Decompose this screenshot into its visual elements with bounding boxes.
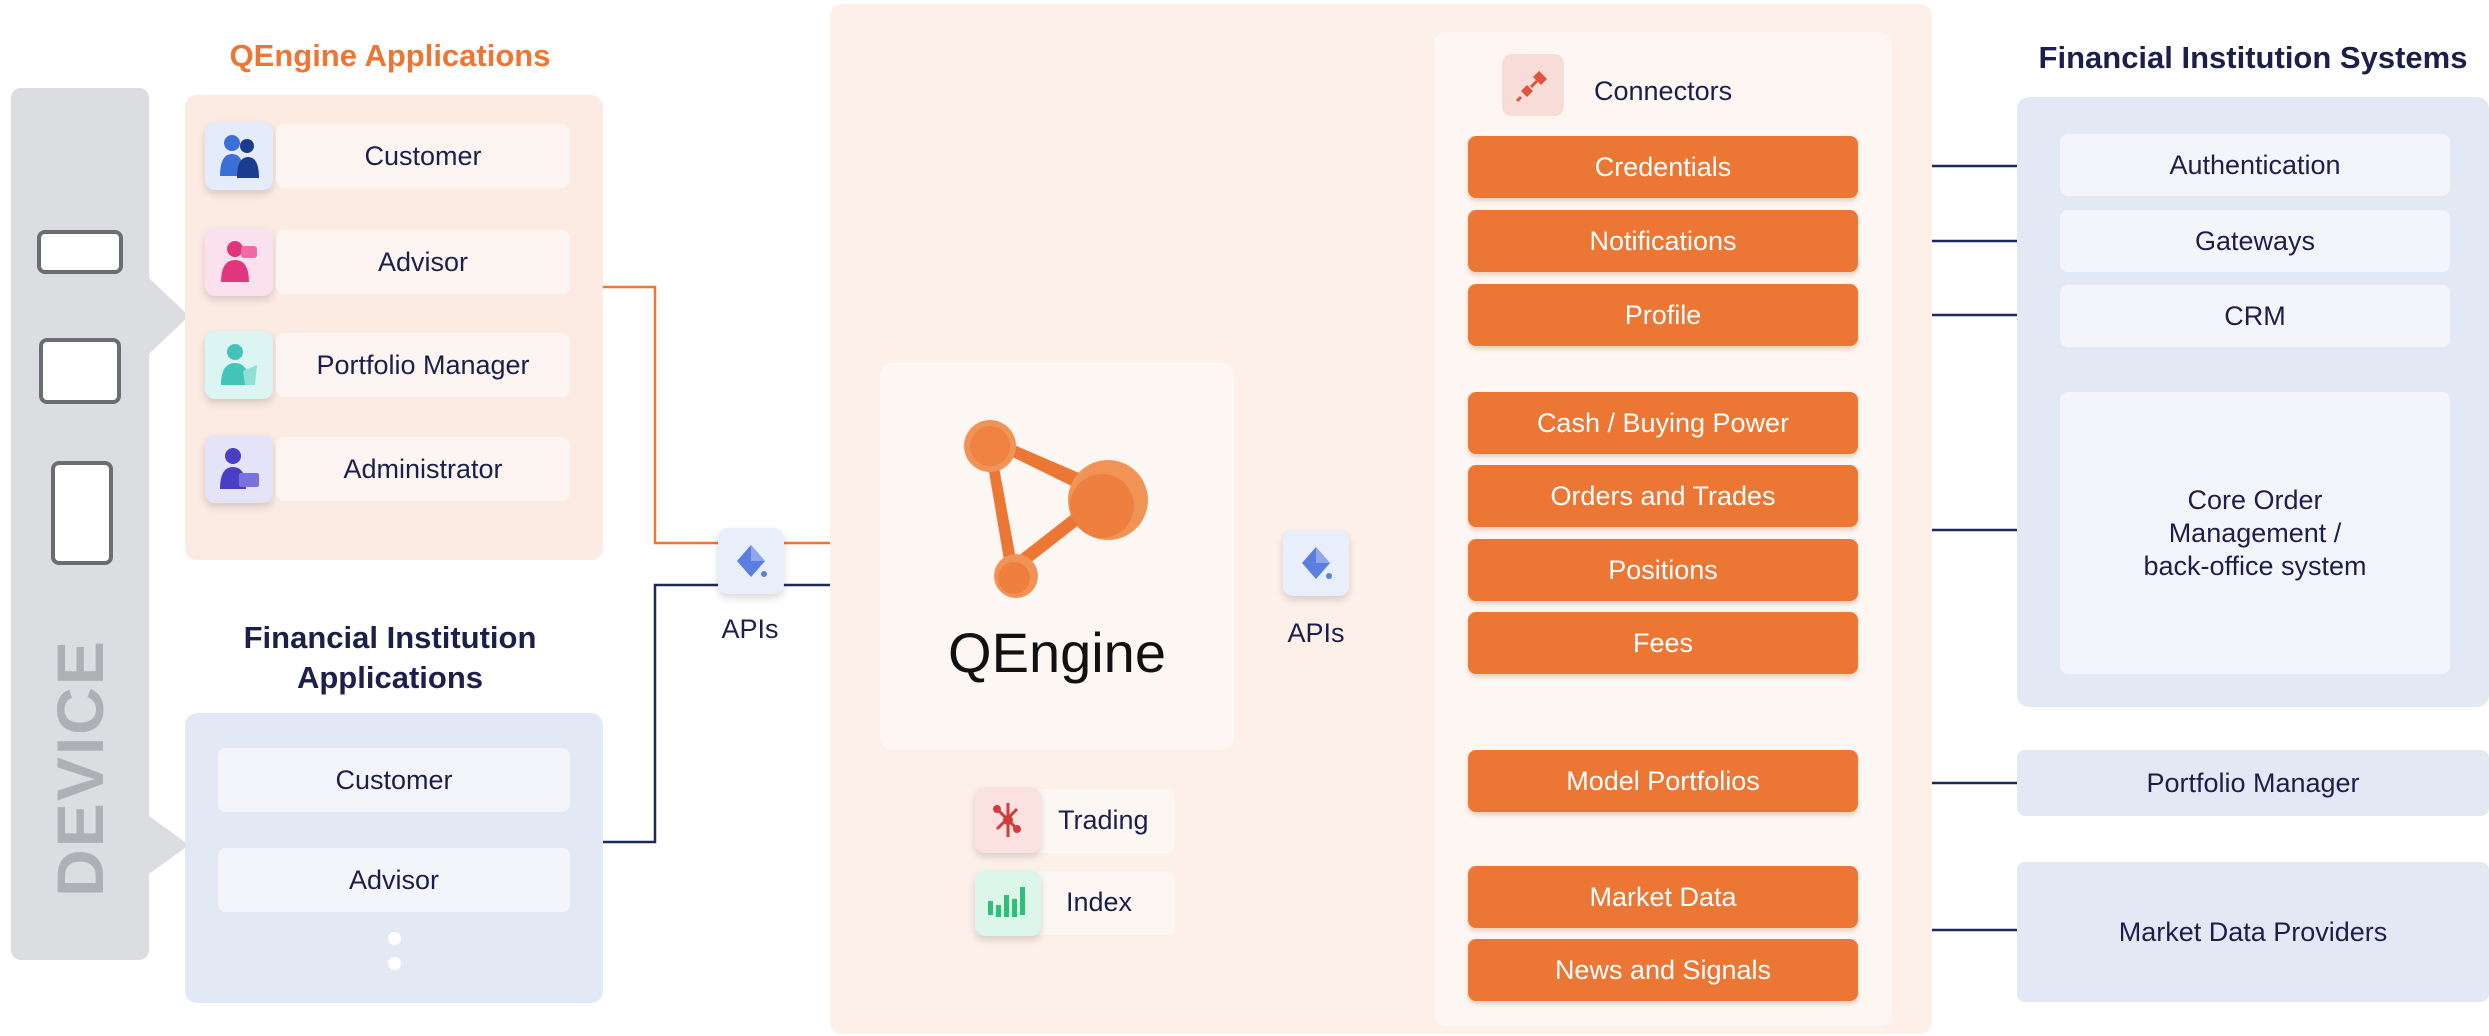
qengine-name: QEngine — [948, 621, 1166, 684]
advisor-icon — [205, 228, 273, 296]
tablet-portrait-icon — [51, 461, 113, 565]
fi-system-core-order-management[interactable]: Core Order Management / back-office syst… — [2060, 392, 2450, 674]
connector-orders-and-trades[interactable]: Orders and Trades — [1468, 465, 1858, 527]
fi-apps-title-line1: Financial Institution — [243, 620, 537, 655]
administrator-icon — [205, 435, 273, 503]
qengine-app-advisor[interactable]: Advisor — [276, 230, 570, 294]
connector-positions[interactable]: Positions — [1468, 539, 1858, 601]
qengine-apps-title: QEngine Applications — [229, 38, 551, 73]
phone-icon — [37, 230, 123, 274]
fi-apps-title-line2: Applications — [296, 660, 483, 695]
more-dots — [386, 932, 402, 976]
index-icon — [975, 870, 1041, 936]
connectors-title: Connectors — [1594, 76, 1733, 106]
fi-system-market-data-providers[interactable]: Market Data Providers — [2017, 862, 2489, 1002]
fi-app-customer[interactable]: Customer — [218, 748, 570, 812]
qengine-app-administrator[interactable]: Administrator — [276, 437, 570, 501]
device-label: DEVICE — [43, 639, 117, 897]
api-right-icon[interactable] — [1283, 530, 1349, 596]
qengine-core — [880, 363, 1234, 750]
fi-apps-title: Financial Institution Applications — [185, 618, 595, 698]
connector-fees[interactable]: Fees — [1468, 612, 1858, 674]
portfolio-manager-icon — [205, 331, 273, 399]
fi-system-authentication[interactable]: Authentication — [2060, 134, 2450, 196]
tablet-icon — [39, 338, 121, 404]
device-strip: DEVICE — [11, 88, 189, 960]
connector-cash-buying-power[interactable]: Cash / Buying Power — [1468, 392, 1858, 454]
connector-notifications[interactable]: Notifications — [1468, 210, 1858, 272]
plug-icon — [1502, 54, 1564, 116]
api-right-label: APIs — [1287, 618, 1345, 648]
trading-label: Trading — [1058, 805, 1149, 835]
core-line3: back-office system — [2143, 550, 2367, 581]
qengine-app-customer[interactable]: Customer — [276, 124, 570, 188]
qengine-logo-icon — [964, 420, 1148, 598]
connector-news-and-signals[interactable]: News and Signals — [1468, 939, 1858, 1001]
api-left-label: APIs — [721, 614, 779, 644]
connector-model-portfolios[interactable]: Model Portfolios — [1468, 750, 1858, 812]
customer-icon — [205, 122, 273, 190]
trading-icon — [975, 787, 1041, 853]
fi-system-portfolio-manager[interactable]: Portfolio Manager — [2017, 750, 2489, 816]
fi-systems-title: Financial Institution Systems — [2038, 40, 2468, 75]
fi-system-gateways[interactable]: Gateways — [2060, 210, 2450, 272]
connector-market-data[interactable]: Market Data — [1468, 866, 1858, 928]
api-left-icon[interactable] — [718, 528, 784, 594]
index-label: Index — [1066, 887, 1133, 917]
fi-system-crm[interactable]: CRM — [2060, 285, 2450, 347]
qengine-app-portfolio-manager[interactable]: Portfolio Manager — [276, 333, 570, 397]
fi-app-advisor[interactable]: Advisor — [218, 848, 570, 912]
connector-profile[interactable]: Profile — [1468, 284, 1858, 346]
core-line1: Core Order — [2187, 484, 2323, 515]
connector-credentials[interactable]: Credentials — [1468, 136, 1858, 198]
core-line2: Management / — [2168, 517, 2342, 548]
